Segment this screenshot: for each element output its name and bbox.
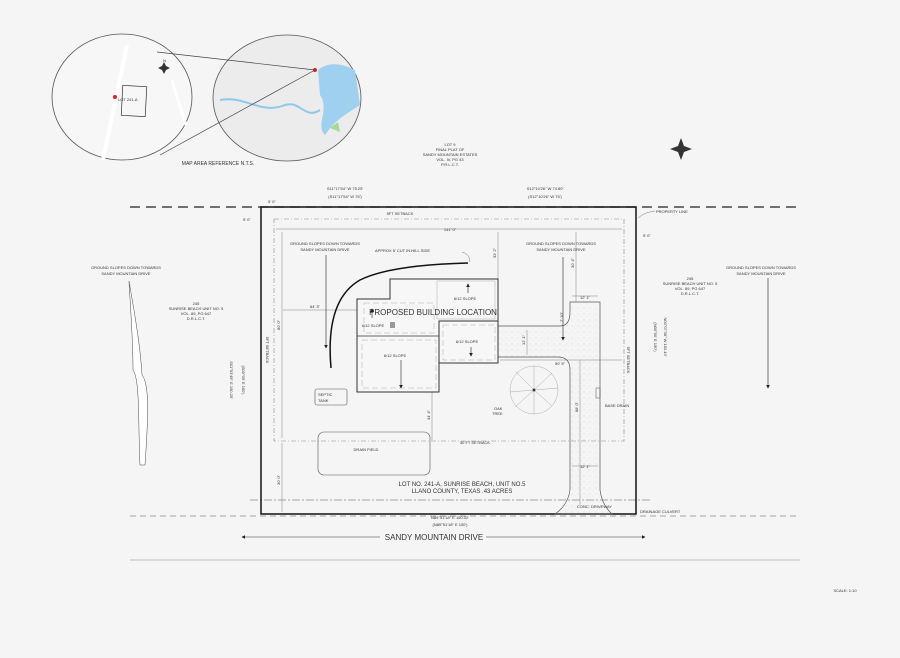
lot-description: LOT NO. 241-A, SUNRISE BEACH, UNIT NO.5 bbox=[399, 482, 526, 488]
dim-5ft-left: 5' 0" bbox=[243, 217, 251, 222]
slope-note: GROUND SLOPES DOWN TOWARDS bbox=[726, 265, 796, 270]
setback-bottom-label: 30 FT SETBACK bbox=[460, 440, 490, 445]
dim-50ft: 50' 5" bbox=[555, 361, 566, 366]
cut-note: APPROX 5' CUT IN HILL SIDE bbox=[375, 248, 430, 253]
svg-text:P.R.L.C.T.: P.R.L.C.T. bbox=[441, 162, 459, 167]
dim-34ft: 34' 4" bbox=[426, 409, 431, 420]
slope-note: SANDY MOUNTAIN DRIVE bbox=[536, 247, 586, 252]
dim-30ft: 30' 0" bbox=[276, 474, 281, 485]
drain-field bbox=[318, 432, 430, 475]
slope-note: SANDY MOUNTAIN DRIVE bbox=[101, 271, 151, 276]
map-reference: LOT 241-A N MAP AREA REFERENCE N.T.S. bbox=[52, 34, 361, 167]
bearing-top-right: S12°10'26" W 74.80' bbox=[527, 186, 564, 191]
compass-icon bbox=[670, 138, 692, 160]
slope-boundary bbox=[129, 281, 148, 465]
proposed-building: PROPOSED BUILDING LOCATION 6/12 SLOPE 6/… bbox=[357, 279, 498, 392]
septic-label: TANK bbox=[318, 398, 329, 403]
bearing-top-left-record: (S11°17'54" W 75') bbox=[328, 194, 362, 199]
base-drain-label: BASE DRAIN bbox=[605, 403, 629, 408]
dim-5ft-right: 5' 0" bbox=[643, 233, 651, 238]
oak-label: TREE bbox=[492, 411, 503, 416]
slope-note: GROUND SLOPES DOWN TOWARDS bbox=[290, 241, 360, 246]
slope-label: 6/12 SLOPE bbox=[454, 296, 477, 301]
dim-30ft-b: 30' 4" bbox=[570, 257, 575, 268]
dim-33ft: 33' 2" bbox=[492, 247, 497, 258]
neighbor-right: D.R.L.C.T. bbox=[681, 291, 699, 296]
map-lot-label: LOT 241-A bbox=[118, 97, 138, 102]
lot9-label: LOT 9 FINAL PLAT OF SANDY MOUNTAIN ESTAT… bbox=[423, 142, 478, 167]
slope-note: GROUND SLOPES DOWN TOWARDS bbox=[526, 241, 596, 246]
neighbor-left: D.R.L.C.T. bbox=[187, 316, 205, 321]
driveway-label: CONC. DRIVEWAY bbox=[577, 504, 612, 509]
scale-label: SCALE: 1:10 bbox=[833, 588, 857, 593]
dim-12ft-c: 12' 1" bbox=[521, 334, 526, 345]
slope-label: 6/12 SLOPE bbox=[456, 339, 479, 344]
lot-description: LLANO COUNTY, TEXAS .43 ACRES bbox=[412, 489, 513, 495]
property-line-label: PROPERTY LINE bbox=[656, 209, 688, 214]
dim-12ft-a: 12' 1" bbox=[580, 295, 591, 300]
septic-label: SEPTIC bbox=[318, 392, 333, 397]
dim-width: 141' 0" bbox=[444, 227, 457, 232]
slope-label: 6/12 SLOPE bbox=[362, 323, 385, 328]
map-reference-title: MAP AREA REFERENCE N.T.S. bbox=[182, 161, 254, 167]
dim-88ft: 88' 0" bbox=[574, 401, 579, 412]
setback-right-label: 5FT SETBACK bbox=[626, 347, 631, 374]
svg-text:N: N bbox=[163, 58, 166, 63]
building-label: PROPOSED BUILDING LOCATION bbox=[369, 308, 497, 317]
bearing-left-record: (S00°05' E 150') bbox=[241, 366, 246, 396]
setback-top-label: 5FT SETBACK bbox=[387, 211, 414, 216]
oak-tree-icon bbox=[510, 366, 558, 414]
setback-left-label: 5FT SETBACK bbox=[265, 337, 270, 364]
slope-note: SANDY MOUNTAIN DRIVE bbox=[736, 271, 786, 276]
bearing-top-left: S11°17'54" W 75.25' bbox=[327, 186, 364, 191]
culvert-label: DRAINAGE CULVERT bbox=[640, 509, 681, 514]
slope-note: SANDY MOUNTAIN DRIVE bbox=[300, 247, 350, 252]
bearing-right-record: (N00°00' E 150') bbox=[653, 322, 658, 352]
bearing-left: S01°53'49" E 150.25' bbox=[229, 361, 234, 399]
drain-field-label: DRAIN FIELD bbox=[354, 447, 379, 452]
dim-12ft-b: 12' 1" bbox=[580, 464, 591, 469]
bearing-top-right-record: (S12°10'26" W 75') bbox=[528, 194, 562, 199]
slope-note: GROUND SLOPES DOWN TOWARDS bbox=[91, 265, 161, 270]
bearing-right: N00°07'38" W 152.43' bbox=[663, 317, 668, 356]
dim-5ft-top: 5' 0" bbox=[268, 199, 276, 204]
map-pin-icon bbox=[113, 95, 117, 99]
slope-label: 6/12 SLOPE bbox=[384, 353, 407, 358]
dim-80ft: 80' 0" bbox=[276, 319, 281, 330]
dim-64ft: 64' 3" bbox=[310, 304, 321, 309]
bearing-bottom-record: (N89°51'18" E 150') bbox=[432, 522, 468, 527]
road-name: SANDY MOUNTAIN DRIVE bbox=[385, 533, 483, 542]
